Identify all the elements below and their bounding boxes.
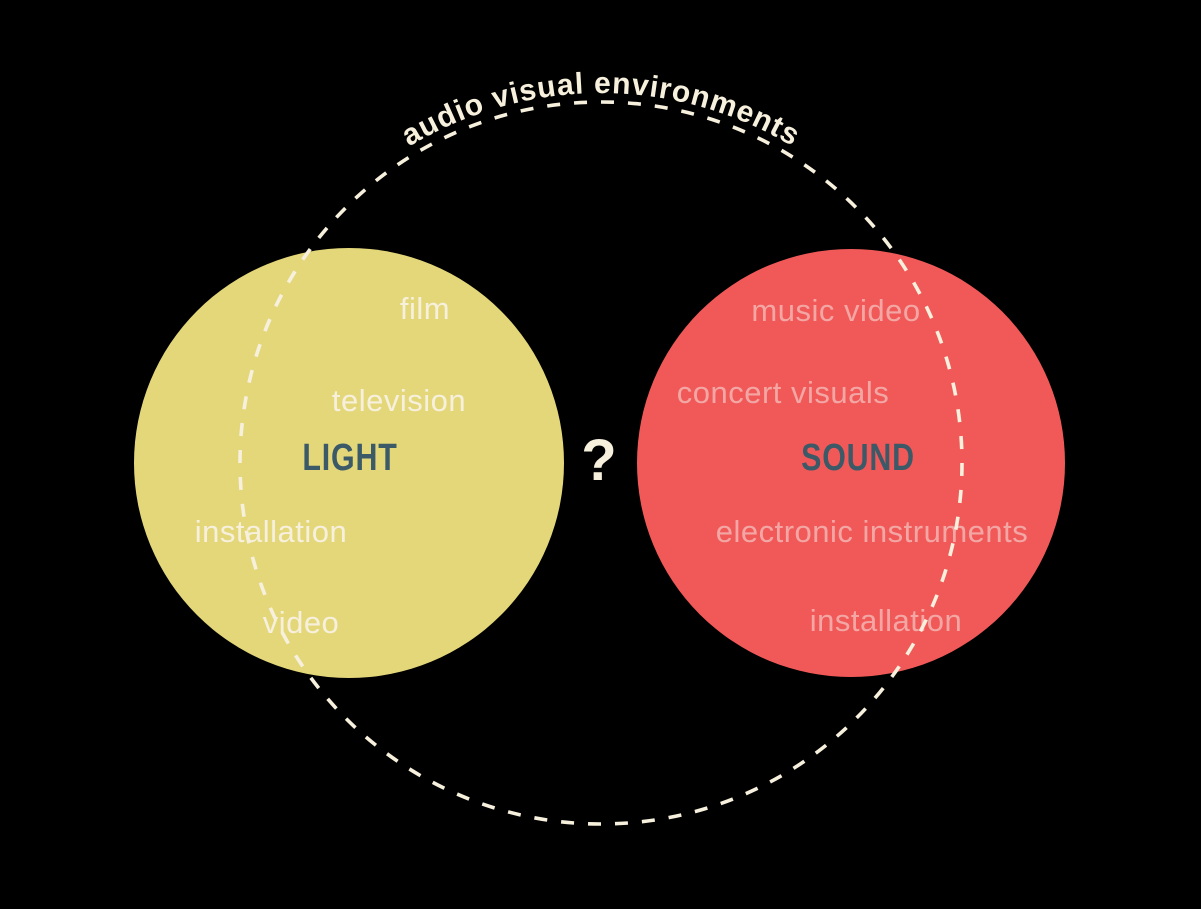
audio-visual-environments-dashed-circle [238,100,964,826]
label-video: video [263,605,340,640]
label-film: film [400,291,450,326]
light-circle [134,248,564,678]
label-music-video: music video [751,293,920,328]
sound-circle [637,249,1065,677]
question-mark: ? [581,428,616,493]
sound-circle-label: SOUND [801,437,915,479]
label-installation-light: installation [195,514,347,549]
label-electronic-instruments: electronic instruments [716,514,1029,549]
label-concert-visuals: concert visuals [677,375,890,410]
light-circle-label: LIGHT [302,437,397,479]
label-installation-sound: installation [810,603,962,638]
label-television: television [332,383,466,418]
